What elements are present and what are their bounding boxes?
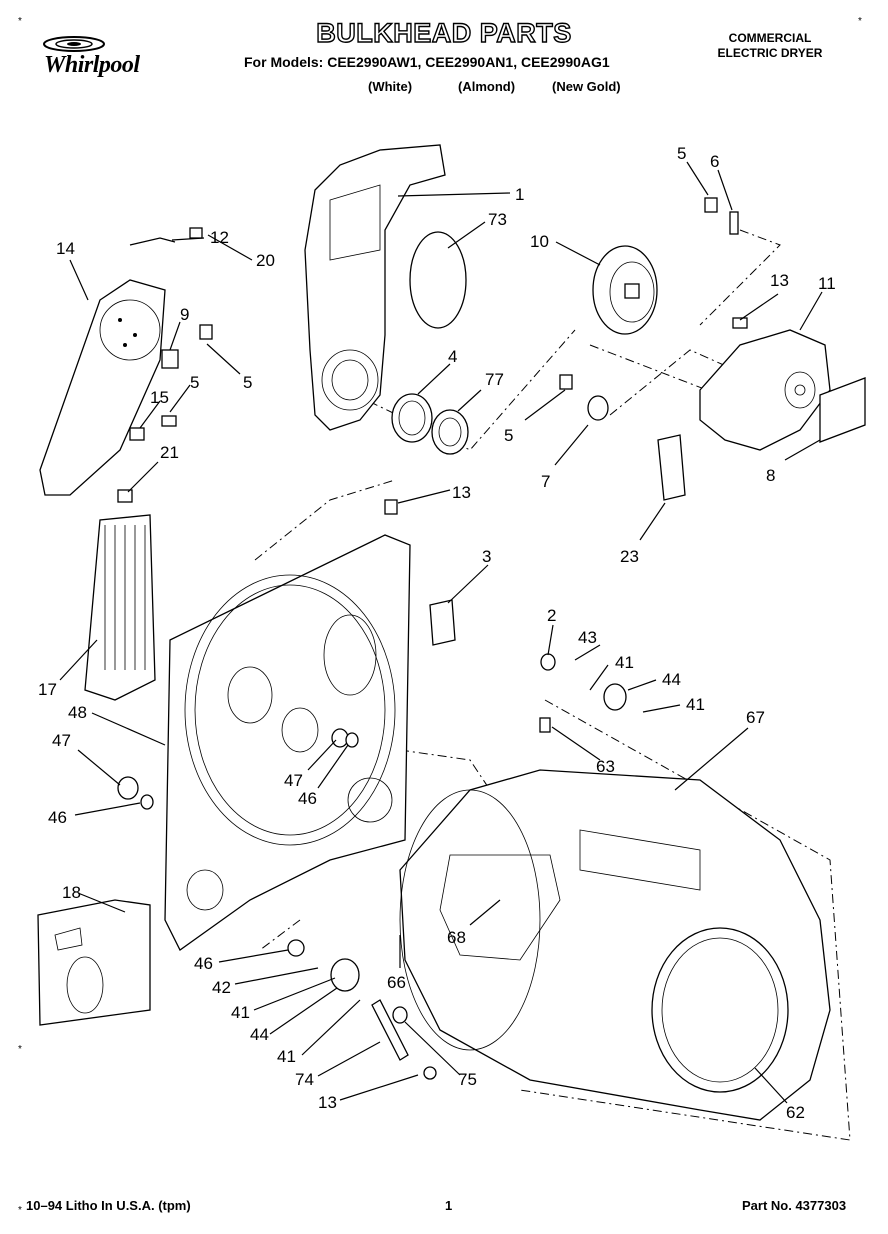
callout-23: 23 — [620, 547, 639, 566]
callout-5-left: 5 — [243, 373, 252, 392]
callout-43: 43 — [578, 628, 597, 647]
part-3-clip — [429, 599, 456, 646]
swirl-logo-icon — [43, 36, 105, 52]
product-type: COMMERCIAL ELECTRIC DRYER — [700, 31, 840, 61]
callout-44-b: 44 — [250, 1025, 269, 1044]
corner-mark-left: * — [18, 1044, 22, 1055]
callout-46-bottom: 46 — [194, 954, 213, 973]
callout-21: 21 — [160, 443, 179, 462]
callout-12: 12 — [210, 228, 229, 247]
part-number: Part No. 4377303 — [742, 1198, 847, 1213]
part-73-gasket — [409, 231, 467, 329]
part-11-blower-housing — [699, 329, 831, 451]
part-8-label — [819, 377, 866, 443]
callout-5-left-b: 5 — [190, 373, 199, 392]
callout-66: 66 — [387, 973, 406, 992]
page-title: BULKHEAD PARTS — [316, 17, 572, 48]
callout-47-mid: 47 — [284, 771, 303, 790]
callout-9: 9 — [180, 305, 189, 324]
callout-20: 20 — [256, 251, 275, 270]
leader-lines — [59, 161, 823, 1104]
part-62-drum-opening — [651, 927, 789, 1093]
part-77-seal — [431, 409, 469, 455]
whirlpool-logo: Whirlpool — [30, 32, 190, 92]
corner-mark-top-left: * — [18, 16, 22, 27]
callout-10: 10 — [530, 232, 549, 251]
callout-14: 14 — [56, 239, 75, 258]
callout-13-bottom: 13 — [318, 1093, 337, 1112]
callout-75: 75 — [458, 1070, 477, 1089]
product-line-2: ELECTRIC DRYER — [717, 46, 823, 60]
color-gold: (New Gold) — [552, 79, 621, 94]
callout-1: 1 — [515, 185, 524, 204]
callout-5-top: 5 — [677, 144, 686, 163]
callout-46-mid: 46 — [298, 789, 317, 808]
callout-2: 2 — [547, 606, 556, 625]
part-4-ring — [391, 393, 433, 443]
callout-numbers: 1 73 12 20 14 9 5 5 15 21 4 77 5 6 10 13… — [38, 144, 836, 1122]
litho-note: 10–94 Litho In U.S.A. (tpm) — [26, 1198, 191, 1213]
callout-46-left: 46 — [48, 808, 67, 827]
callout-7: 7 — [541, 472, 550, 491]
callout-47-left: 47 — [52, 731, 71, 750]
corner-mark-top-right: * — [858, 16, 862, 27]
part-1-duct-housing — [304, 144, 446, 431]
callout-44-a: 44 — [662, 670, 681, 689]
part-23-clip — [657, 434, 686, 501]
callout-77: 77 — [485, 370, 504, 389]
product-line-1: COMMERCIAL — [728, 31, 812, 45]
callout-41-d: 41 — [277, 1047, 296, 1066]
part-17-heater-element — [84, 514, 156, 701]
callout-68: 68 — [447, 928, 466, 947]
callout-11: 11 — [818, 274, 836, 293]
part-14-idler-assembly — [39, 279, 166, 496]
part-10-fan-impeller — [592, 245, 658, 335]
color-white: (White) — [368, 79, 413, 94]
callout-41-a: 41 — [615, 653, 634, 672]
page-number: 1 — [445, 1198, 453, 1213]
corner-mark-bottom-left: * — [18, 1205, 22, 1216]
callout-13-top: 13 — [770, 271, 789, 290]
callout-62: 62 — [786, 1103, 805, 1122]
callout-18: 18 — [62, 883, 81, 902]
callout-74: 74 — [295, 1070, 314, 1089]
callout-73: 73 — [488, 210, 507, 229]
color-almond: (Almond) — [458, 79, 516, 94]
part-7-thermostat — [587, 395, 609, 421]
callout-42: 42 — [212, 978, 231, 997]
callout-17: 17 — [38, 680, 57, 699]
callout-63: 63 — [596, 757, 615, 776]
callout-41-c: 41 — [231, 1003, 250, 1022]
hardware-parts — [117, 197, 748, 515]
part-74-strap — [371, 999, 409, 1061]
models-line: For Models: CEE2990AW1, CEE2990AN1, CEE2… — [244, 54, 610, 70]
callout-67: 67 — [746, 708, 765, 727]
callout-15: 15 — [150, 388, 169, 407]
callout-6: 6 — [710, 152, 719, 171]
callout-41-b: 41 — [686, 695, 705, 714]
callout-3: 3 — [482, 547, 491, 566]
callout-13-mid: 13 — [452, 483, 471, 502]
callout-5-mid: 5 — [504, 426, 513, 445]
part-18-wire-kit — [37, 899, 151, 1026]
callout-8: 8 — [766, 466, 775, 485]
callout-4: 4 — [448, 347, 457, 366]
part-48-bulkhead — [164, 534, 411, 951]
callout-48: 48 — [68, 703, 87, 722]
brand-wordmark: Whirlpool — [44, 52, 140, 78]
